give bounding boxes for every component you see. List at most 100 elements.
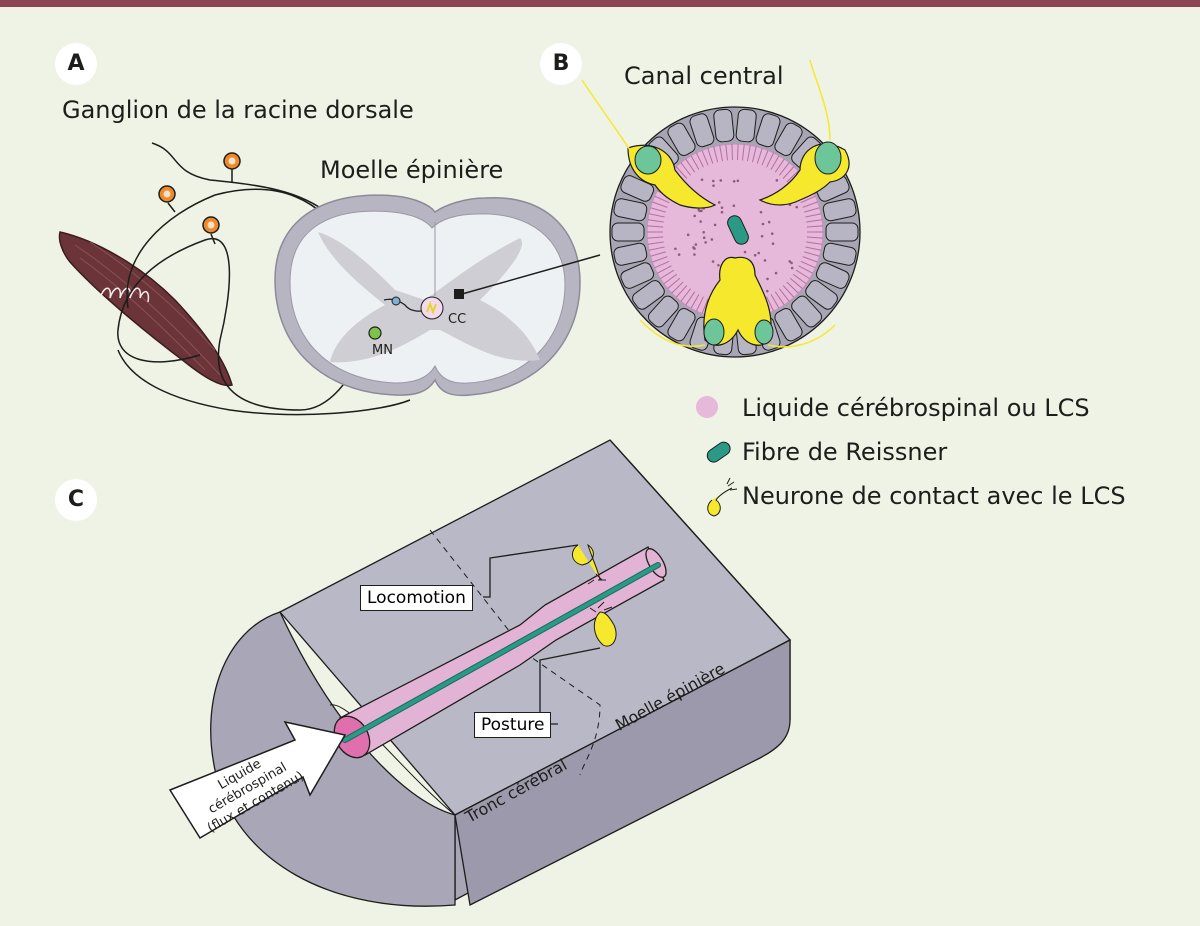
csf-particle [712,184,715,187]
ependymal-cell [713,108,735,143]
cilium [789,277,803,289]
cilium [806,241,823,245]
csf-particle [717,263,720,267]
csf-particle [686,233,690,237]
csf-particle [790,266,794,270]
csf-contacting-neuron-icon [707,477,738,517]
cilium [786,170,799,183]
csf-particle [763,259,767,262]
ependymal-cell [755,113,781,148]
csf-particle [765,289,769,293]
cilium [690,155,700,170]
muscle-shape [58,231,233,387]
muscle-fiber-lines [74,241,221,376]
ependymal-cell [735,108,757,143]
cilium [719,145,723,162]
cilium [675,285,688,298]
csf-particle [694,243,698,246]
cilium [701,150,709,166]
ependymal-cell [791,295,823,328]
cilium [792,273,807,285]
cilium [756,148,763,164]
cilium [695,152,704,168]
cilium [782,166,795,179]
cilium [766,152,775,168]
interneuron [391,296,401,306]
cilium [800,195,816,204]
csf-particle [732,179,736,183]
legend-item-csf: Liquide cérébrospinal ou LCS [742,394,1090,422]
cilium [804,251,820,257]
ependymal-cell [825,222,859,242]
csf-particle [732,204,736,207]
cilium [671,281,684,294]
csf-particle [702,230,706,234]
cilium [805,246,822,251]
cilium [647,236,664,239]
cilium [667,277,681,289]
csf-particle [717,201,721,204]
ependymal-cell [620,175,655,202]
central-canal-detail [581,59,861,358]
csf-particle [743,250,747,254]
csf-particle [753,253,757,257]
csf-particle [699,220,702,223]
spinal-cord-label: Moelle épinière [320,156,504,184]
ependymal-cell [632,280,665,310]
cilium [770,294,780,309]
mn-label: MN [372,343,393,358]
csf-particle [757,251,761,255]
legend-item-ccn: Neurone de contact avec le LCS [742,482,1126,510]
cilium [725,144,728,161]
ependymal-cell [613,242,648,266]
zoom-line [461,254,601,295]
csf-dot-icon [696,396,718,418]
csf-particle [720,210,724,214]
cilium [652,256,668,263]
cilium [680,288,692,302]
cilium [685,291,696,306]
ependymal-cell [774,308,803,342]
cilium [690,294,700,309]
cilium [778,288,790,302]
reissner-fiber [727,215,749,245]
csf-particle [693,214,696,218]
csf-particle [788,260,792,263]
flow-arrow [168,720,347,840]
csf-particle [677,253,681,256]
ependymal-cell [822,242,857,266]
cilium [647,241,664,245]
cilium [774,291,785,306]
cilium [802,256,818,263]
csf-particle [795,205,799,209]
csf-particle [760,234,764,238]
cilium [782,285,795,298]
cilium [798,265,813,274]
locomotion-label: Locomotion [360,585,473,611]
csf-particle [774,271,778,275]
ependymal-cell [647,295,679,328]
ependymal-cell [613,198,648,222]
cilium [675,166,688,179]
cilium [707,148,714,164]
cilium [731,144,733,161]
cilium [652,201,668,208]
cilium [751,146,757,163]
cilium [660,269,675,280]
csf-particle [693,253,696,256]
cilium [766,296,775,312]
cilium [761,150,769,166]
csf-particle [766,277,769,281]
csf-particle [700,178,704,182]
central-canal-title: Canal central [624,62,784,90]
cilium [680,162,692,176]
ccn-locomotion [572,543,601,581]
reissner-fiber-icon [706,441,731,463]
csf-particle [719,179,723,182]
cilium [648,213,665,218]
csf-particle [775,179,779,182]
zoom-marker [454,289,464,299]
ependymal-cell [667,308,696,342]
ependymal-cell [689,113,715,148]
